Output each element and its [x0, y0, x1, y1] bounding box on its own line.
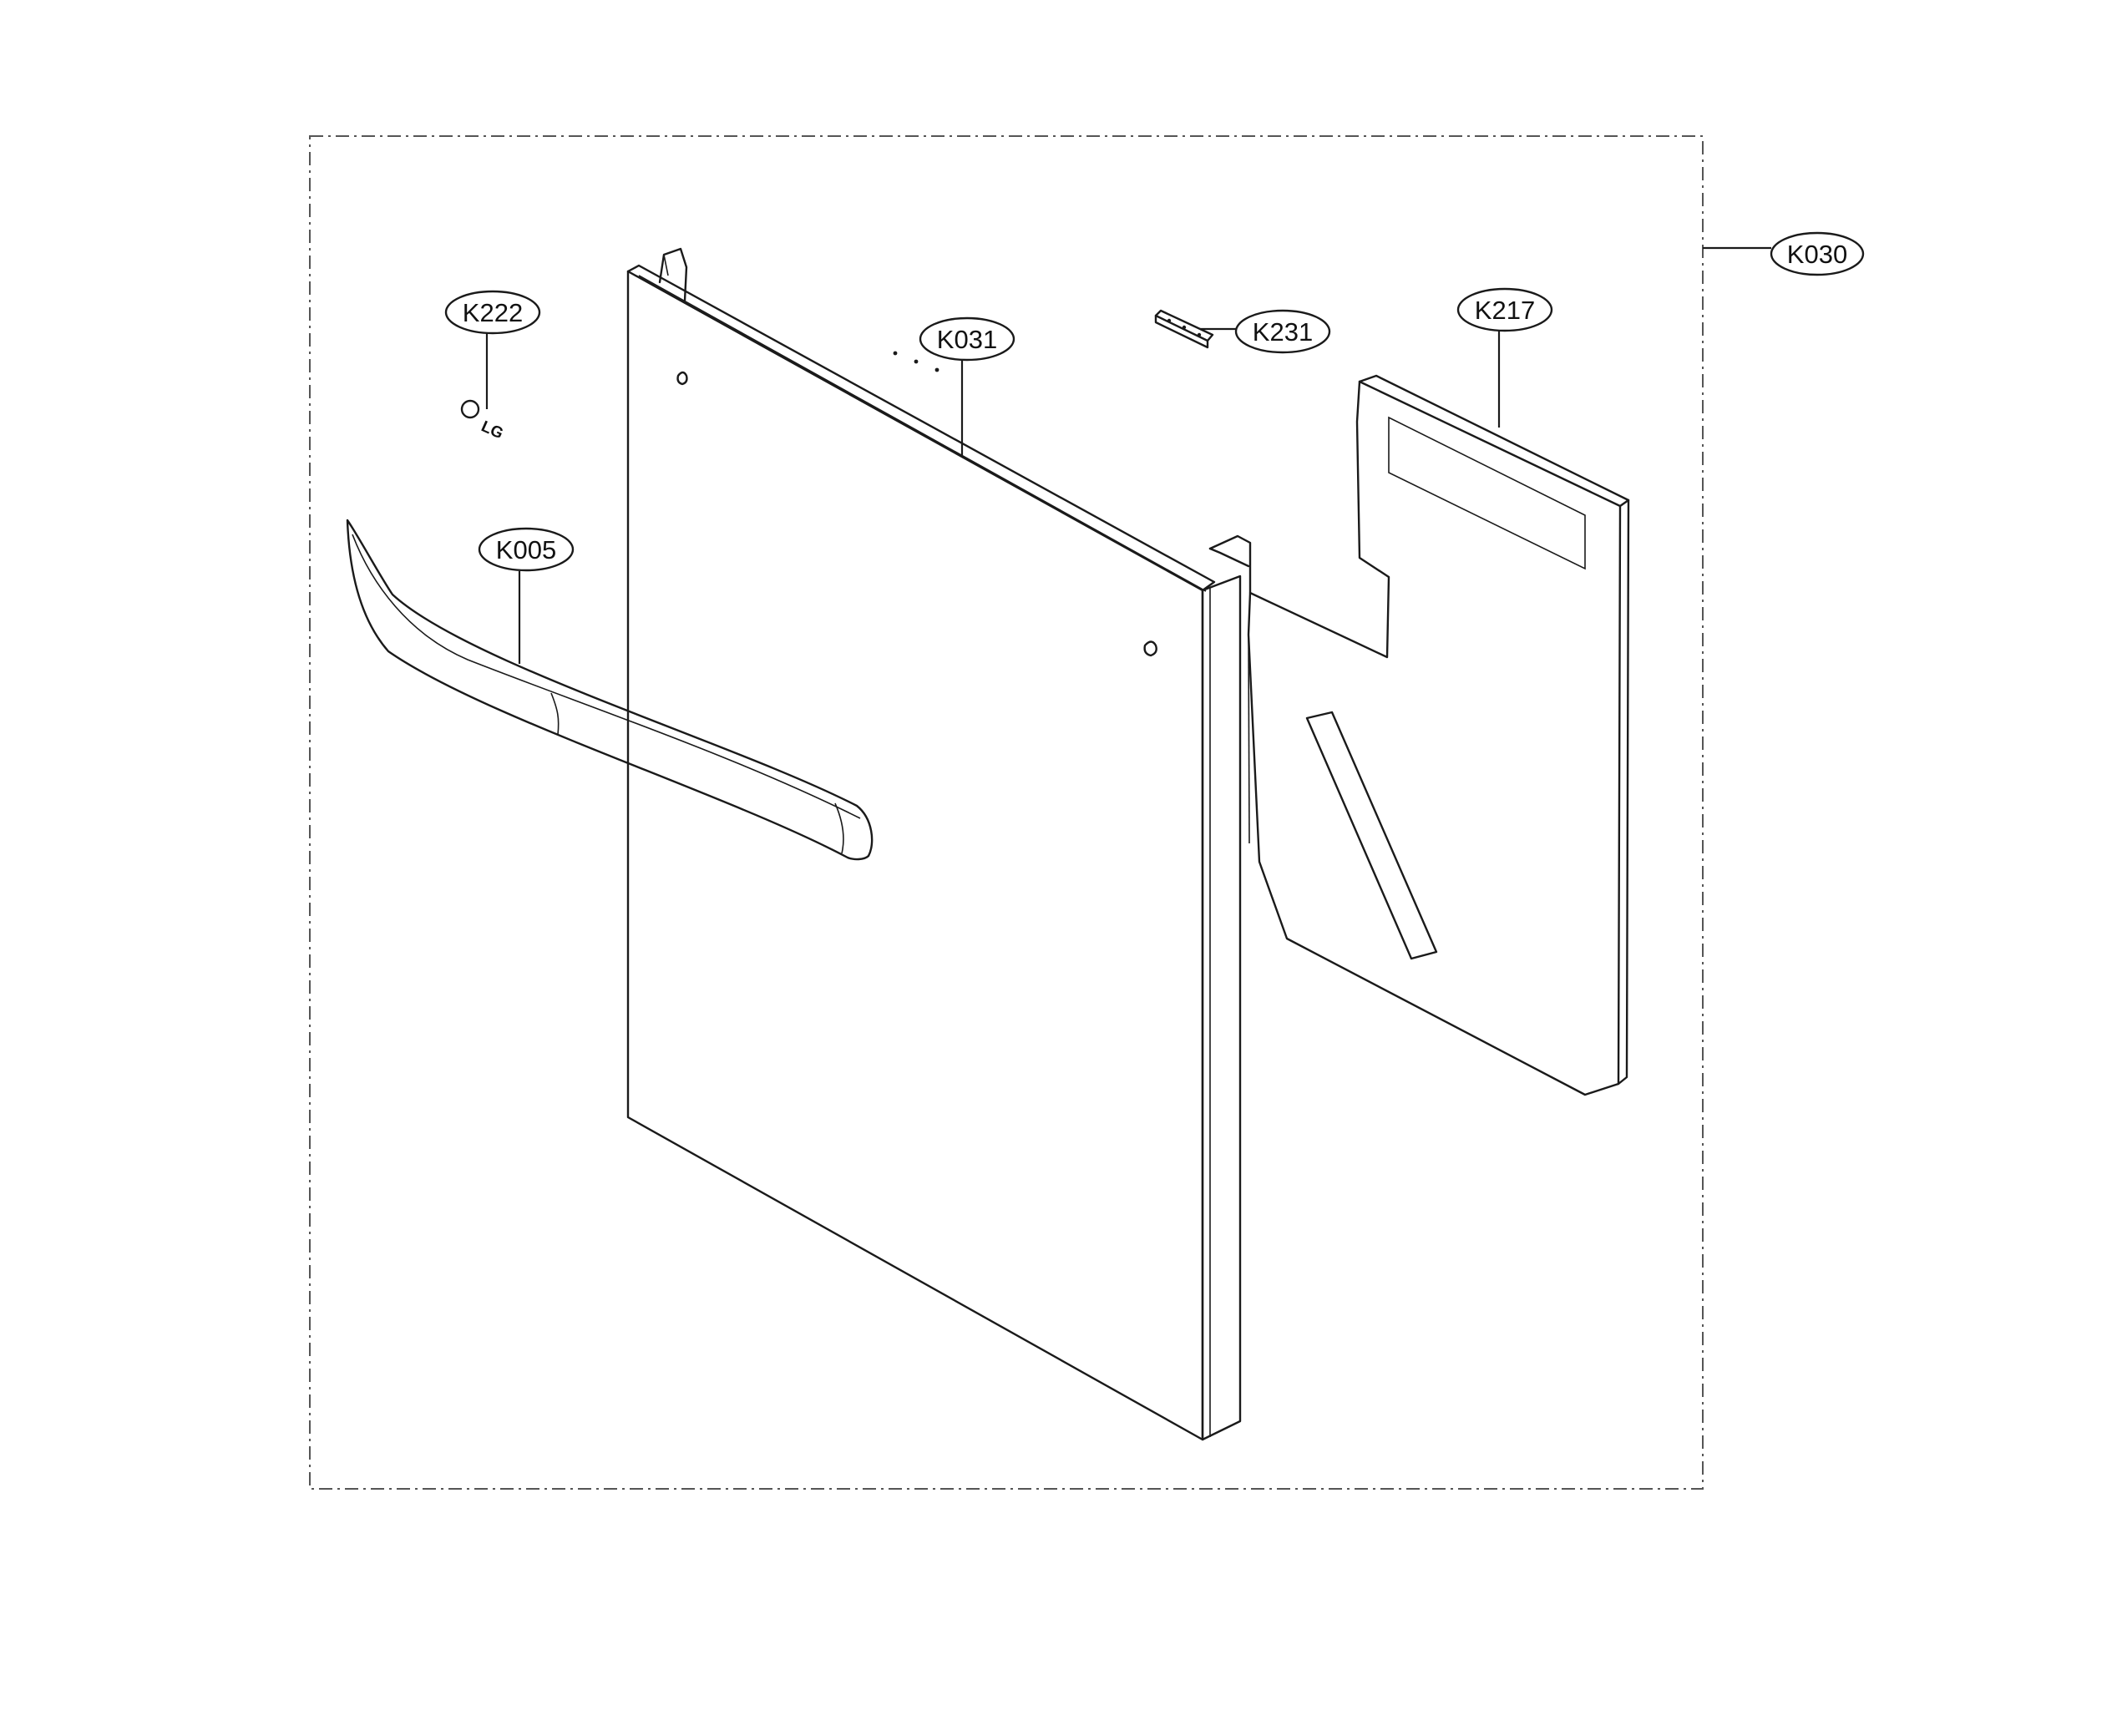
- logo-badge-k222: LG: [460, 399, 506, 443]
- callout-k030-label: K030: [1787, 240, 1847, 269]
- door-panel-k031: [626, 247, 1242, 1441]
- callout-k005: K005: [478, 527, 575, 664]
- bracket-k231: [1154, 309, 1214, 349]
- kit-boundary-frame: [309, 135, 1704, 1490]
- door-liner-k217: [1208, 374, 1630, 1096]
- callout-k217-label: K217: [1475, 296, 1535, 325]
- door-handle-k005: [346, 519, 874, 861]
- callout-k231: K231: [1200, 309, 1331, 354]
- callout-k005-label: K005: [496, 535, 556, 564]
- callout-k231-label: K231: [1253, 317, 1313, 347]
- callout-k031: K031: [919, 316, 1015, 456]
- callout-k217: K217: [1456, 287, 1553, 428]
- callout-k030: K030: [1703, 231, 1865, 276]
- callout-k222-label: K222: [463, 298, 523, 327]
- logo-badge-text: LG: [479, 418, 506, 443]
- callout-k222: K222: [444, 290, 541, 409]
- callout-k031-label: K031: [937, 325, 997, 354]
